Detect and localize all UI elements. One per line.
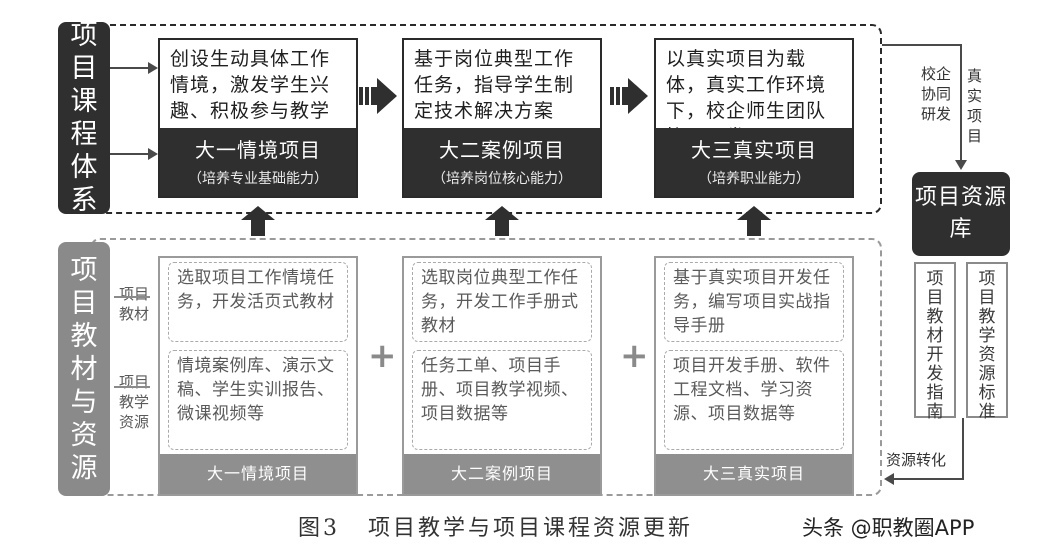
connector-line <box>892 478 964 480</box>
column-footer: 大一情境项目 <box>160 454 356 494</box>
project-name: 大一情境项目 <box>195 138 321 162</box>
column-footer: 大三真实项目 <box>656 454 852 494</box>
resource-column-year2: 选取岗位典型工作任务，开发工作手册式教材 任务工单、项目手册、项目教学视频、项目… <box>402 256 602 496</box>
up-arrow-icon <box>241 206 275 236</box>
real-project-label: 真实项目 <box>966 67 982 145</box>
plus-icon: + <box>368 336 397 376</box>
resource-pool-box: 项目资源库 <box>912 172 1010 256</box>
arrow-line <box>114 296 150 298</box>
resource-column-year1: 选取项目工作情境任务，开发活页式教材 情境案例库、演示文稿、学生实训报告、微课视… <box>158 256 358 496</box>
resource-column-year3: 基于真实项目开发任务，编写项目实战指导手册 项目开发手册、软件工程文档、学习资源… <box>654 256 854 496</box>
left-arrow-icon <box>884 473 894 485</box>
up-arrow-icon <box>485 206 519 236</box>
textbook-block: 选取项目工作情境任务，开发活页式教材 <box>168 262 348 342</box>
figure-caption: 图3 项目教学与项目课程资源更新 <box>298 510 693 542</box>
up-arrow-icon <box>737 206 771 236</box>
collab-label: 校企协同研发 <box>920 65 951 123</box>
conversion-label: 资源转化 <box>886 451 947 469</box>
textbook-guide-box: 项目教材开发指南 <box>914 262 956 422</box>
resource-standard-box: 项目教学资源标准 <box>966 262 1008 422</box>
row-label-textbook: 项目教材 <box>118 285 149 323</box>
progress-arrow-icon <box>610 78 648 114</box>
project-ability: （培养职业能力） <box>698 171 810 187</box>
arrow-line <box>114 386 150 388</box>
plus-icon: + <box>620 336 649 376</box>
arrow-line <box>110 153 150 155</box>
progress-arrow-icon <box>359 78 397 114</box>
project-description: 以真实项目为载体，真实工作环境下，校企师生团队协同研发 <box>666 48 827 128</box>
figure-number: 图3 <box>298 516 340 541</box>
row-label-resources: 项目教学资源 <box>118 373 149 431</box>
connector-line <box>962 418 964 478</box>
course-system-label: 项目课程体系 <box>58 20 110 216</box>
project-description: 基于岗位典型工作任务，指导学生制定技术解决方案 <box>414 48 575 122</box>
watermark: 头条 @职教圈APP <box>802 516 975 540</box>
resources-block: 情境案例库、演示文稿、学生实训报告、微课视频等 <box>168 350 348 450</box>
project-box-year3: 以真实项目为载体，真实工作环境下，校企师生团队协同研发 大三真实项目 （培养职业… <box>654 38 854 198</box>
resources-block: 任务工单、项目手册、项目教学视频、项目数据等 <box>412 350 592 450</box>
project-ability: （培养专业基础能力） <box>188 171 328 187</box>
down-arrow-icon <box>955 160 967 170</box>
project-name: 大二案例项目 <box>439 138 565 162</box>
textbook-block: 选取岗位典型工作任务，开发工作手册式教材 <box>412 262 592 342</box>
project-box-year1: 创设生动具体工作情境，激发学生兴趣、积极参与教学 大一情境项目 （培养专业基础能… <box>158 38 358 198</box>
arrow-line <box>110 67 150 69</box>
project-box-year2: 基于岗位典型工作任务，指导学生制定技术解决方案 大二案例项目 （培养岗位核心能力… <box>402 38 602 198</box>
project-name: 大三真实项目 <box>691 138 817 162</box>
textbook-block: 基于真实项目开发任务，编写项目实战指导手册 <box>664 262 844 342</box>
textbook-resource-label: 项目教材与资源 <box>58 242 110 496</box>
column-footer: 大二案例项目 <box>404 454 600 494</box>
arrow-head-icon <box>148 62 158 74</box>
connector-line <box>960 44 962 164</box>
project-ability: （培养岗位核心能力） <box>432 171 572 187</box>
connector-line <box>882 44 962 46</box>
resources-block: 项目开发手册、软件工程文档、学习资源、项目数据等 <box>664 350 844 450</box>
arrow-head-icon <box>148 148 158 160</box>
project-description: 创设生动具体工作情境，激发学生兴趣、积极参与教学 <box>170 48 331 122</box>
figure-title: 项目教学与项目课程资源更新 <box>368 516 694 541</box>
